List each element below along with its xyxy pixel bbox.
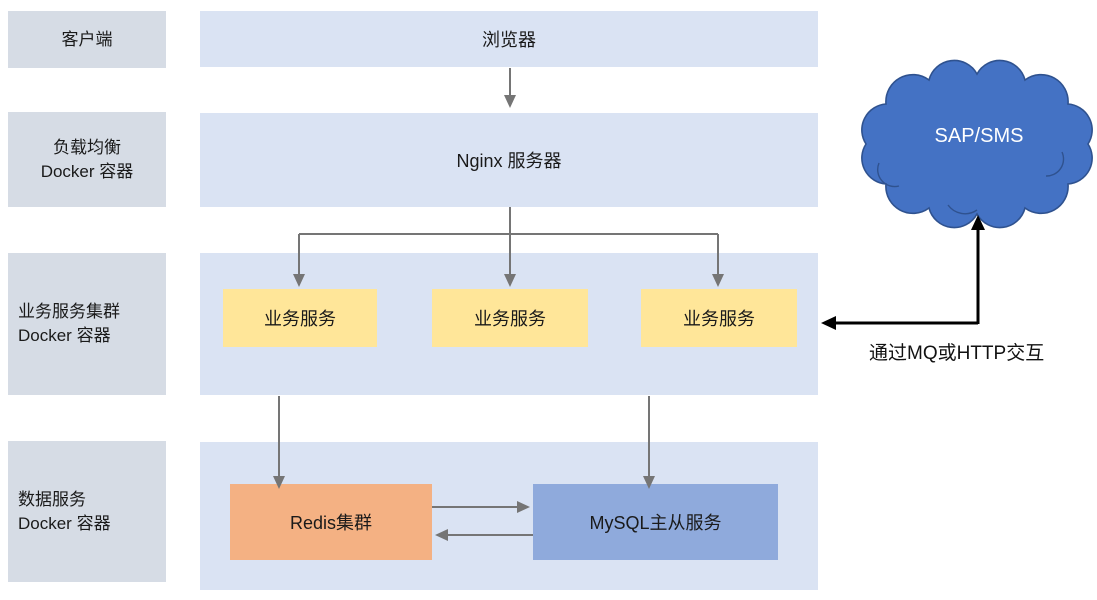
mq-http-annotation: 通过MQ或HTTP交互 (869, 343, 1045, 364)
service-node-2: 业务服务 (432, 289, 588, 347)
lane-label-service-cluster: 业务服务集群 Docker 容器 (8, 253, 166, 395)
lane-label-data-service: 数据服务 Docker 容器 (8, 441, 166, 582)
lane-band-client: 浏览器 (200, 11, 818, 67)
browser-node: 浏览器 (482, 30, 536, 50)
nginx-node: Nginx 服务器 (456, 151, 562, 171)
cloud-node-label: SAP/SMS (934, 125, 1024, 147)
mysql-node: MySQL主从服务 (533, 484, 778, 560)
service-node-1: 业务服务 (223, 289, 377, 347)
lane-label-client: 客户端 (8, 11, 166, 68)
redis-node: Redis集群 (230, 484, 432, 560)
service-node-3: 业务服务 (641, 289, 797, 347)
lane-band-load-balancer: Nginx 服务器 (200, 113, 818, 207)
lane-label-load-balancer: 负载均衡 Docker 容器 (8, 112, 166, 207)
arrow-services-cloud-link (821, 215, 985, 330)
